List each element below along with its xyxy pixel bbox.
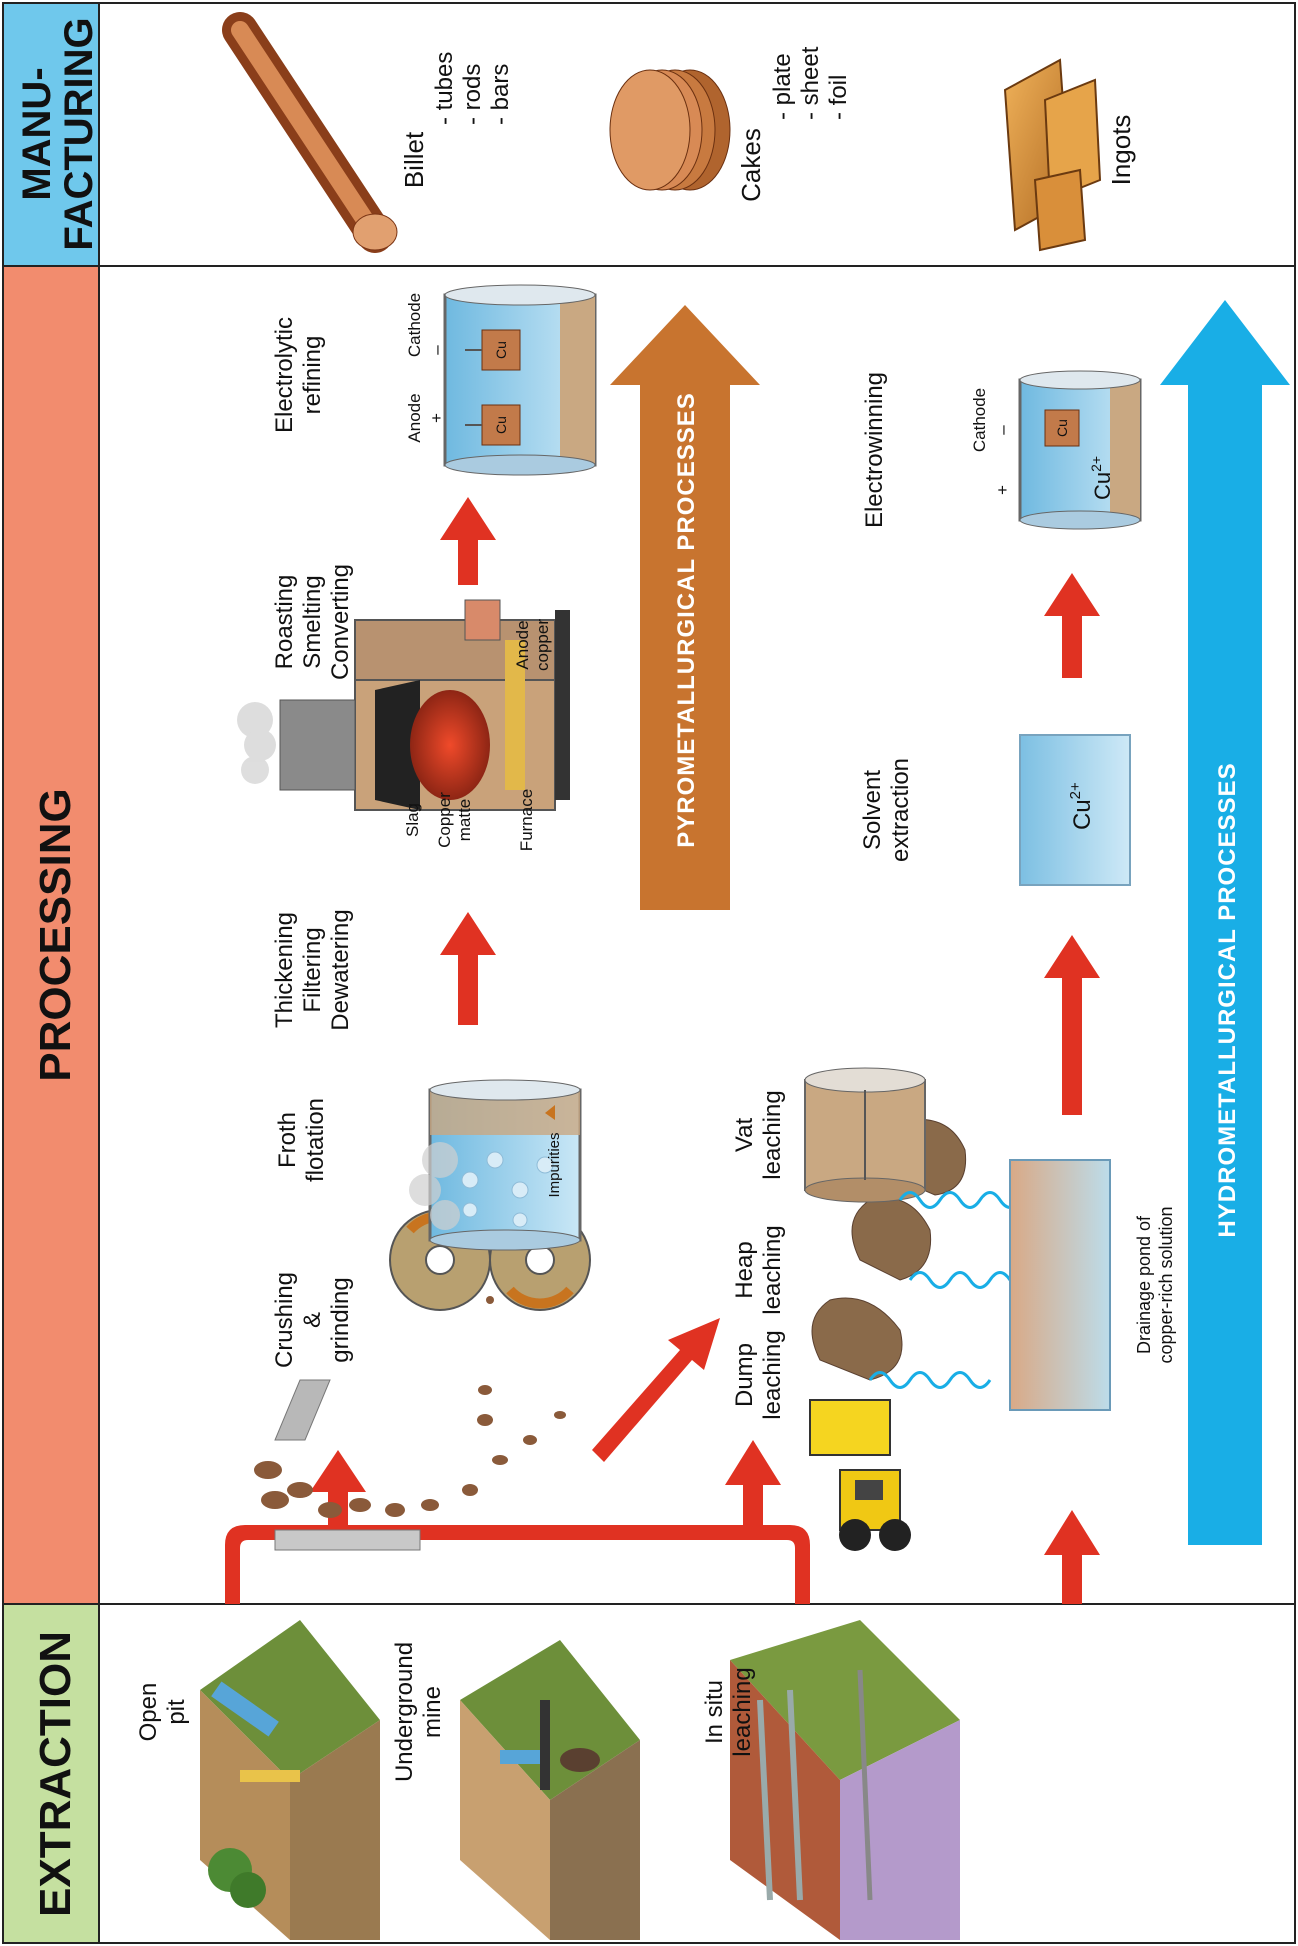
vat-leaching-label-1: Vat bbox=[731, 1118, 758, 1153]
ew-plus-label: + bbox=[993, 485, 1012, 495]
leach-solution-flows bbox=[868, 1191, 1022, 1389]
cakes-label: Cakes bbox=[736, 128, 766, 202]
thickening-label-2: Filtering bbox=[299, 927, 326, 1012]
roasting-label-2: Smelting bbox=[299, 575, 326, 668]
vat-leaching-label-2: leaching bbox=[759, 1090, 786, 1179]
arrow-crush-to-heap bbox=[592, 1318, 720, 1462]
anode-copper-label-1: Anode bbox=[513, 620, 532, 669]
extraction-title: EXTRACTION bbox=[31, 1631, 80, 1917]
open-pit-label-2: pit bbox=[163, 1699, 190, 1725]
solvent-cu-ion-label: Cu2+ bbox=[1067, 782, 1096, 830]
arrow-thickening-up bbox=[440, 912, 496, 1025]
manufacturing-title-1: MANU- bbox=[15, 67, 59, 200]
furnace-illustration bbox=[237, 599, 570, 811]
dump-leaching-label-1: Dump bbox=[731, 1343, 758, 1407]
slag-label: Slag bbox=[403, 803, 422, 837]
thickening-label-1: Thickening bbox=[271, 912, 298, 1028]
froth-label-2: flotation bbox=[302, 1098, 329, 1182]
electrowinning-label: Electrowinning bbox=[861, 372, 888, 528]
ew-minus-label: – bbox=[993, 425, 1012, 435]
cakes-item-1: - plate bbox=[769, 53, 796, 120]
solvent-tank-illustration bbox=[1019, 734, 1131, 886]
cu-anode-plate-label: Cu bbox=[493, 416, 509, 434]
electrolytic-label-1: Electrolytic bbox=[271, 317, 298, 433]
underground-mine-label-2: mine bbox=[419, 1686, 446, 1738]
arrow-solvent-up bbox=[1044, 573, 1100, 678]
arrow-to-crushing bbox=[310, 1450, 366, 1525]
billet-item-1: - tubes bbox=[431, 52, 458, 125]
manufacturing-title-2: FACTURING bbox=[57, 17, 101, 250]
drainage-pond-illustration bbox=[1009, 1159, 1111, 1411]
electrolytic-cell-illustration bbox=[443, 284, 597, 476]
electrolytic-label-2: refining bbox=[299, 336, 326, 415]
cakes-illustration bbox=[609, 69, 731, 191]
crushing-label-3: grinding bbox=[327, 1277, 354, 1362]
in-situ-leaching-illustration bbox=[730, 1620, 960, 1940]
extraction-band bbox=[2, 1603, 100, 1944]
in-situ-label-1: In situ bbox=[701, 1680, 728, 1744]
copper-matte-label-2: matte bbox=[455, 799, 474, 842]
crushing-label-1: Crushing bbox=[271, 1272, 298, 1368]
solvent-label-2: extraction bbox=[887, 758, 914, 862]
arrow-furnace-up bbox=[440, 497, 496, 585]
froth-label-1: Froth bbox=[274, 1112, 301, 1168]
crushing-label-2: & bbox=[299, 1312, 326, 1328]
pyrometallurgical-label: PYROMETALLURGICAL PROCESSES bbox=[673, 392, 700, 847]
anode-plus-label: + bbox=[427, 413, 446, 423]
ingots-illustration bbox=[1003, 58, 1102, 252]
cakes-item-3: - foil bbox=[825, 75, 852, 120]
billet-item-3: - bars bbox=[487, 64, 514, 125]
ingots-label: Ingots bbox=[1106, 115, 1136, 186]
bulldozer-illustration bbox=[809, 1399, 911, 1551]
cakes-item-2: - sheet bbox=[797, 46, 824, 120]
hydrometallurgical-arrow bbox=[1160, 300, 1290, 1545]
impurities-label: Impurities bbox=[546, 1132, 563, 1197]
billet-label: Billet bbox=[399, 131, 429, 188]
thickening-label-3: Dewatering bbox=[327, 909, 354, 1030]
heap-leaching-label-2: leaching bbox=[759, 1225, 786, 1314]
vat-illustration bbox=[804, 1067, 926, 1203]
open-pit-label-1: Open bbox=[135, 1683, 162, 1742]
electrowinning-cell-illustration bbox=[1018, 370, 1142, 530]
dump-leaching-label-2: leaching bbox=[759, 1330, 786, 1419]
hydrometallurgical-label: HYDROMETALLURGICAL PROCESSES bbox=[1214, 762, 1241, 1237]
anode-copper-label-2: copper bbox=[533, 619, 552, 671]
ew-cu-plate-label: Cu bbox=[1054, 419, 1070, 437]
ew-cathode-label: Cathode bbox=[970, 388, 989, 452]
ew-cu-ion-label: Cu2+ bbox=[1088, 456, 1115, 500]
underground-mine-illustration bbox=[460, 1640, 640, 1940]
billet-illustration bbox=[222, 12, 398, 253]
drainage-label-2: copper-rich solution bbox=[1156, 1206, 1176, 1363]
drainage-label-1: Drainage pond of bbox=[1134, 1215, 1154, 1354]
solvent-label-1: Solvent bbox=[859, 770, 886, 850]
cathode-label: Cathode bbox=[405, 293, 424, 357]
in-situ-label-2: leaching bbox=[729, 1667, 756, 1756]
copper-matte-label-1: Copper bbox=[435, 792, 454, 848]
open-pit-illustration bbox=[200, 1620, 380, 1940]
pyrometallurgical-arrow bbox=[610, 305, 760, 910]
arrow-to-dump-leaching bbox=[725, 1440, 781, 1525]
processing-band bbox=[2, 265, 100, 1605]
roasting-label-1: Roasting bbox=[271, 575, 298, 670]
heap-leaching-label-1: Heap bbox=[731, 1241, 758, 1298]
furnace-label: Furnace bbox=[517, 789, 536, 851]
anode-label: Anode bbox=[405, 393, 424, 442]
roasting-label-3: Converting bbox=[327, 564, 354, 680]
arrow-insitu-up bbox=[1044, 1510, 1100, 1604]
billet-item-2: - rods bbox=[459, 64, 486, 125]
underground-mine-label-1: Underground bbox=[391, 1642, 418, 1782]
flotation-cell-illustration bbox=[409, 1079, 582, 1251]
arrow-pond-up bbox=[1044, 935, 1100, 1115]
cu-cathode-plate-label: Cu bbox=[493, 341, 509, 359]
processing-title: PROCESSING bbox=[31, 788, 80, 1081]
cathode-minus-label: – bbox=[427, 345, 446, 355]
